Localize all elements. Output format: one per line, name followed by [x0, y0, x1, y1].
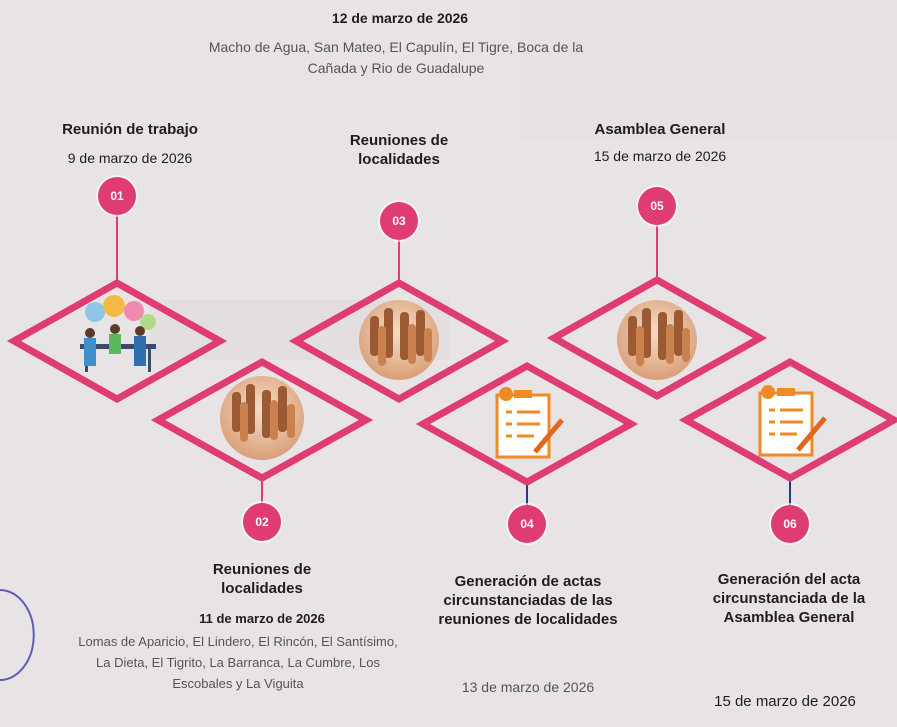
- step-06-number-badge: 06: [771, 505, 809, 543]
- step-05-date: 15 de marzo de 2026: [593, 148, 727, 164]
- step-03-places: Macho de Agua, San Mateo, El Capulín, El…: [208, 39, 584, 76]
- step-03-frame: [288, 278, 510, 404]
- step-02-places: Lomas de Aparicio, El Lindero, El Rincón…: [78, 634, 398, 691]
- team-meeting-icon: [80, 295, 156, 372]
- step-01-title: Reunión de trabajo: [62, 121, 198, 138]
- step-04-title: Generación de actas circunstanciadas de …: [438, 573, 618, 628]
- step-01-frame: [6, 278, 228, 404]
- raised-hands-icon: [617, 300, 697, 380]
- step-06-title: Generación del acta circunstanciada de l…: [712, 571, 866, 626]
- step-05-title: Asamblea General: [594, 121, 726, 138]
- step-04-frame: [415, 361, 639, 487]
- step-02-title: Reuniones de localidades: [212, 561, 312, 597]
- step-03-date: 12 de marzo de 2026: [331, 10, 469, 26]
- step-02-frame: [150, 357, 374, 483]
- step-05-frame: [546, 275, 768, 401]
- raised-hands-icon: [359, 300, 439, 380]
- step-01-date: 9 de marzo de 2026: [67, 150, 193, 166]
- raised-hands-icon: [220, 376, 304, 460]
- step-03-title: Reuniones de localidades: [349, 132, 449, 168]
- document-checklist-icon: [758, 385, 827, 457]
- step-04-number-badge: 04: [508, 505, 546, 543]
- document-checklist-icon: [495, 387, 564, 459]
- step-03-number-badge: 03: [380, 202, 418, 240]
- step-02-number-badge: 02: [243, 503, 281, 541]
- partial-circle-decoration: [0, 589, 35, 681]
- step-06-frame: [678, 357, 897, 483]
- step-05-number-badge: 05: [638, 187, 676, 225]
- step-02-date: 11 de marzo de 2026: [199, 611, 325, 626]
- step-04-date: 13 de marzo de 2026: [461, 679, 595, 695]
- step-06-date: 15 de marzo de 2026: [714, 693, 856, 710]
- step-01-number-badge: 01: [98, 177, 136, 215]
